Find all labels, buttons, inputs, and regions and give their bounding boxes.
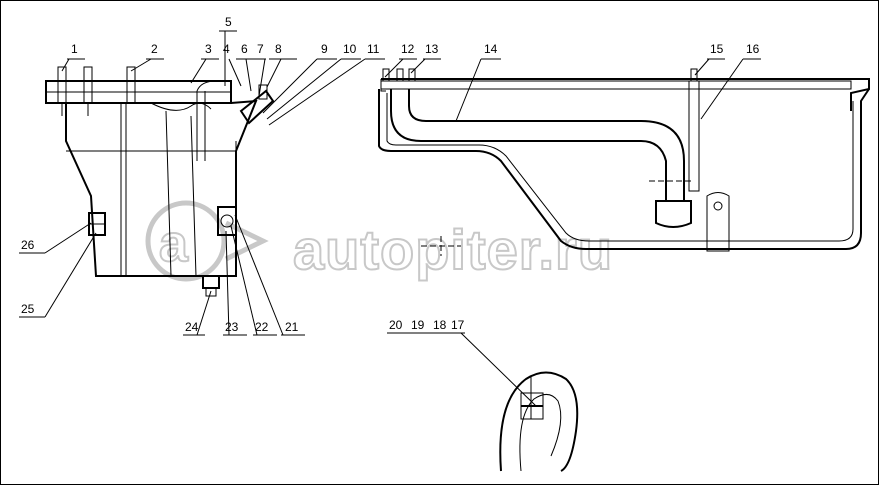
callout-14: 14: [484, 42, 498, 56]
leader-lines: [19, 30, 761, 407]
callout-15: 15: [710, 42, 724, 56]
callout-23: 23: [225, 320, 239, 334]
callout-1: 1: [71, 42, 78, 56]
tube-bracket: [688, 80, 700, 192]
callout-8: 8: [275, 42, 282, 56]
callout-6: 6: [241, 42, 248, 56]
callout-13: 13: [425, 42, 439, 56]
detail-outer: [499, 371, 579, 472]
callout-25: 25: [21, 302, 35, 316]
callout-5: 5: [225, 15, 232, 29]
detail-inner: [519, 394, 562, 472]
callout-labels: 1 2 3 4 5 6 7 8 9 10 11 12 13 14 15 16 1…: [21, 15, 760, 334]
break-line: [150, 102, 212, 111]
callout-16: 16: [746, 42, 760, 56]
callout-10: 10: [343, 42, 357, 56]
callout-7: 7: [257, 42, 264, 56]
callout-24: 24: [185, 320, 199, 334]
callout-21: 21: [285, 320, 299, 334]
pan-inner-wall: [386, 93, 854, 242]
watermark: a autopiter.ru: [145, 200, 613, 282]
callout-18: 18: [433, 318, 447, 332]
right-view: [378, 68, 870, 256]
watermark-logo-ring: [145, 200, 227, 282]
callout-26: 26: [21, 238, 35, 252]
watermark-logo-letter: a: [159, 215, 189, 273]
strainer: [655, 200, 692, 228]
callout-2: 2: [151, 42, 158, 56]
callout-20: 20: [389, 318, 403, 332]
callout-12: 12: [401, 42, 415, 56]
watermark-text: autopiter.ru: [293, 218, 613, 281]
pan-flange: [381, 78, 870, 111]
watermark-logo-arrow: [224, 220, 269, 262]
callout-11: 11: [367, 42, 380, 56]
callout-19: 19: [411, 318, 425, 332]
bracket-foot: [706, 192, 730, 252]
callout-17: 17: [451, 318, 465, 332]
pickup-tube-inner: [390, 89, 667, 201]
left-view: [45, 66, 275, 297]
left-body-outline: [65, 99, 258, 277]
callout-22: 22: [255, 320, 269, 334]
drain-plug: [202, 275, 220, 297]
pan-outer-wall: [378, 88, 870, 250]
callout-3: 3: [205, 42, 212, 56]
pickup-tube-outer: [408, 89, 685, 201]
flange-bolts: [57, 66, 136, 116]
side-fitting: [239, 89, 275, 125]
callout-9: 9: [321, 42, 328, 56]
callout-4: 4: [223, 42, 230, 56]
detail-view: [499, 371, 579, 472]
